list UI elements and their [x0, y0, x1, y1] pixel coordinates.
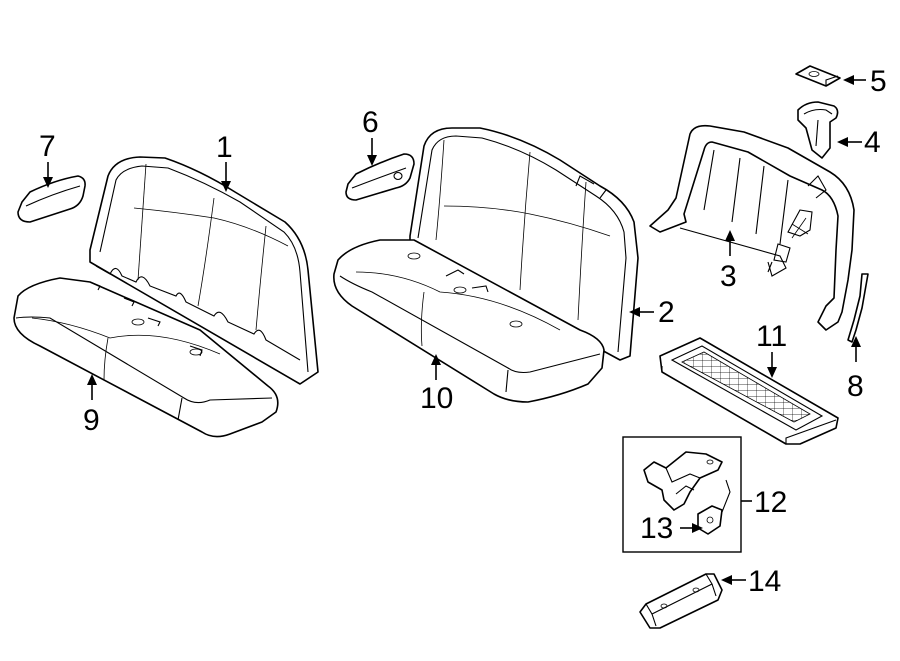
part-13-latch	[697, 505, 723, 535]
callout-9: 9	[83, 404, 100, 437]
part-9-seat-cushion-left	[13, 277, 279, 438]
callout-6: 6	[362, 106, 379, 139]
part-10-seat-cushion-center	[333, 239, 605, 403]
callout-13: 13	[640, 512, 673, 545]
part-2-seat-back-center	[409, 127, 639, 361]
part-8-rod	[847, 273, 869, 343]
callout-1: 1	[216, 131, 233, 164]
leader-lines	[43, 75, 866, 585]
callout-labels: 1 2 3 4 5 6 7 8 9 10 11 12 13 14	[39, 65, 887, 598]
callout-2: 2	[658, 296, 675, 329]
part-14-rail-bracket	[639, 573, 723, 629]
callout-3: 3	[720, 260, 737, 293]
callout-11: 11	[756, 320, 787, 353]
callout-10: 10	[420, 382, 453, 415]
part-12-bracket	[643, 451, 731, 513]
part-7-armrest-pad	[17, 175, 86, 223]
callout-7: 7	[39, 130, 56, 163]
callout-8: 8	[847, 370, 864, 403]
part-11-storage-tray	[659, 337, 839, 445]
callout-14: 14	[748, 565, 781, 598]
part-5-clip	[795, 65, 841, 87]
part-6-armrest-pad	[345, 153, 415, 201]
callout-box-12-13	[622, 436, 742, 553]
part-3-seat-back-frame	[649, 124, 855, 331]
callout-12: 12	[754, 486, 787, 519]
part-1-seat-back-left	[89, 156, 319, 385]
part-4-bracket	[797, 101, 839, 159]
callout-5: 5	[870, 65, 887, 98]
callout-4: 4	[864, 126, 881, 159]
